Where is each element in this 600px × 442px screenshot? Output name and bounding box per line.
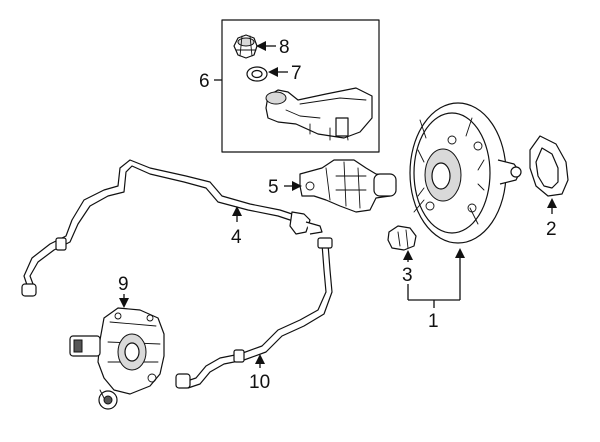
callout-number-10: 10 [249,372,270,393]
reservoir-cap-part[interactable] [233,34,258,59]
lower-vacuum-hose-part[interactable] [175,237,333,389]
callout-2-leader [547,198,557,214]
seal-ring-part[interactable] [246,66,268,82]
callout-1-3-bracket [403,248,465,308]
check-valve-part[interactable] [387,225,417,251]
callout-4-leader [232,206,242,222]
callout-number-4: 4 [231,227,242,248]
brake-booster-part[interactable] [409,102,522,244]
callout-number-7: 7 [291,63,302,84]
callout-8-leader [256,41,276,51]
vacuum-hose-part[interactable] [21,159,323,297]
callout-number-9: 9 [118,274,129,295]
reservoir-body-part[interactable] [265,87,373,141]
callout-5-leader [284,181,302,191]
callout-number-8: 8 [279,37,290,58]
callout-9-leader [119,294,129,308]
gasket-part[interactable] [529,135,569,197]
callout-7-leader [268,67,288,77]
callout-number-3: 3 [402,265,413,286]
callout-10-leader [255,354,265,368]
callout-number-1: 1 [428,311,439,332]
master-cylinder-part[interactable] [299,159,397,213]
callout-number-2: 2 [546,219,557,240]
callout-number-5: 5 [268,177,279,198]
callout-number-6: 6 [199,71,210,92]
reservoir-inset-box [221,19,380,153]
vacuum-pump-part[interactable] [69,307,165,410]
